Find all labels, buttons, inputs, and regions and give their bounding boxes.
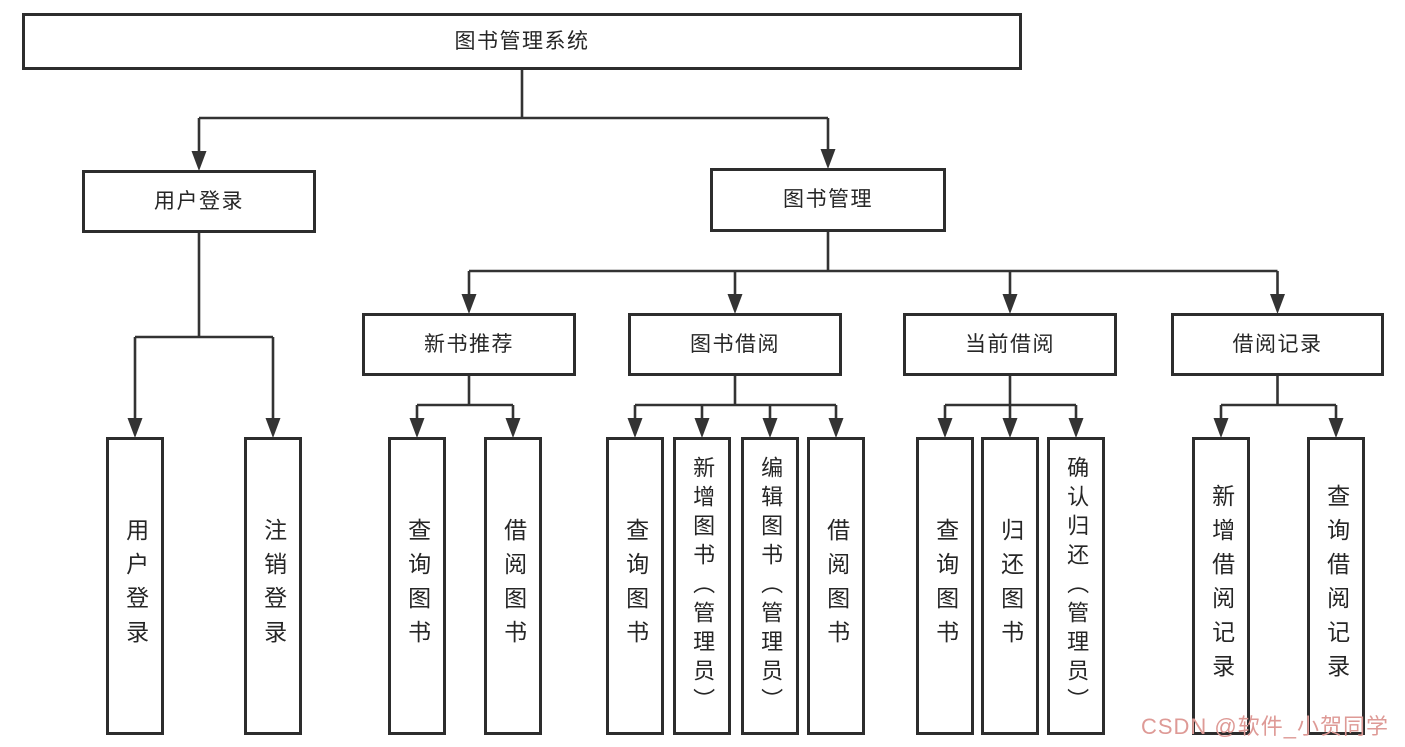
node-leaf-logout: 注销登录 bbox=[244, 437, 302, 735]
node-leaf-confirm-return: 确认归还（管理员） bbox=[1047, 437, 1105, 735]
node-leaf-query-book-1: 查询图书 bbox=[388, 437, 446, 735]
node-leaf-borrow-book-2: 借阅图书 bbox=[807, 437, 865, 735]
node-borrow-record: 借阅记录 bbox=[1171, 313, 1384, 376]
node-root: 图书管理系统 bbox=[22, 13, 1022, 70]
node-current-borrow: 当前借阅 bbox=[903, 313, 1117, 376]
node-leaf-query-book-2: 查询图书 bbox=[606, 437, 664, 735]
node-new-book-rec: 新书推荐 bbox=[362, 313, 576, 376]
node-user-login: 用户登录 bbox=[82, 170, 316, 233]
node-leaf-add-record: 新增借阅记录 bbox=[1192, 437, 1250, 735]
node-book-mgmt: 图书管理 bbox=[710, 168, 946, 232]
node-leaf-query-record: 查询借阅记录 bbox=[1307, 437, 1365, 735]
node-leaf-return-book: 归还图书 bbox=[981, 437, 1039, 735]
node-leaf-query-book-3: 查询图书 bbox=[916, 437, 974, 735]
node-leaf-borrow-book-1: 借阅图书 bbox=[484, 437, 542, 735]
node-leaf-add-book: 新增图书（管理员） bbox=[673, 437, 731, 735]
node-leaf-edit-book: 编辑图书（管理员） bbox=[741, 437, 799, 735]
node-book-borrow: 图书借阅 bbox=[628, 313, 842, 376]
node-leaf-user-login: 用户登录 bbox=[106, 437, 164, 735]
